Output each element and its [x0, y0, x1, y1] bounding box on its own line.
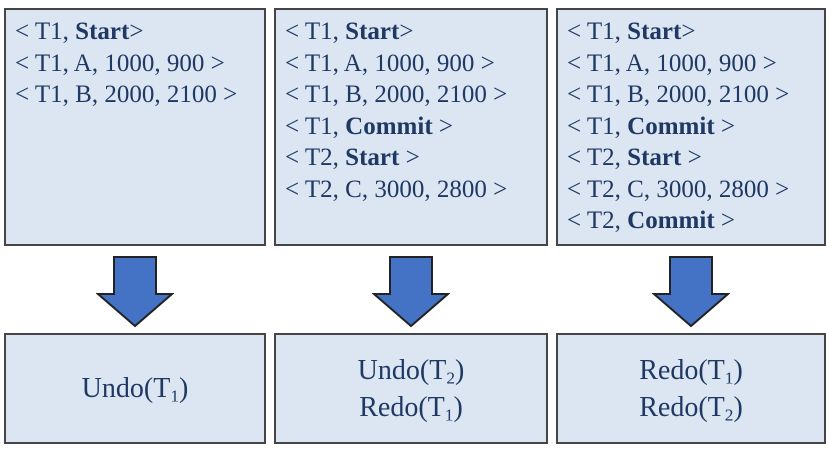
log-keyword: Commit — [345, 112, 433, 140]
text-segment: Undo(T — [81, 373, 171, 404]
text-segment: ) — [179, 373, 189, 404]
log-record: < T1, Start> — [285, 16, 542, 48]
text-segment: < T2, — [567, 207, 628, 234]
log-record: < T2, Start > — [567, 142, 820, 174]
text-segment: 1 — [170, 386, 179, 406]
text-segment: < T2, C, 3000, 2800 > — [567, 175, 790, 203]
text-segment: > — [432, 112, 454, 140]
result-box-3: Redo(T1)Redo(T2) — [556, 333, 826, 444]
recovery-operation: Redo(T1) — [359, 389, 463, 426]
down-arrow-icon — [96, 256, 174, 328]
log-box-2: < T1, Start>< T1, A, 1000, 900 >< T1, B,… — [274, 8, 548, 246]
text-segment: > — [399, 18, 414, 45]
log-keyword: Commit — [627, 112, 715, 140]
text-segment: < T1, — [567, 112, 628, 140]
log-keyword: Commit — [627, 207, 715, 234]
recovery-operation: Undo(T1) — [82, 370, 189, 407]
log-keyword: Start — [627, 144, 682, 171]
column-2: < T1, Start>< T1, A, 1000, 900 >< T1, B,… — [274, 0, 548, 444]
text-segment: Redo(T — [639, 354, 725, 386]
recovery-operation: Redo(T1) — [639, 352, 743, 389]
result-box-1: Undo(T1) — [4, 333, 266, 444]
log-record: < T2, C, 3000, 2800 > — [285, 174, 542, 206]
down-arrow-icon — [652, 256, 730, 328]
text-segment: < T1, — [567, 18, 628, 45]
text-segment: ) — [733, 391, 743, 423]
log-record: < T2, C, 3000, 2800 > — [567, 174, 820, 206]
text-segment: < T1, A, 1000, 900 > — [15, 49, 225, 77]
text-segment: ) — [453, 391, 463, 423]
text-segment: Redo(T — [639, 391, 725, 423]
text-segment: ) — [455, 354, 465, 386]
log-box-3: < T1, Start>< T1, A, 1000, 900 >< T1, B,… — [556, 8, 826, 246]
result-box-2: Undo(T2)Redo(T1) — [274, 333, 548, 444]
text-segment: > — [681, 144, 702, 171]
log-record: < T1, A, 1000, 900 > — [567, 48, 820, 80]
log-keyword: Start — [75, 18, 130, 45]
text-segment: Undo(T — [357, 354, 447, 386]
log-record: < T1, Commit > — [567, 111, 820, 143]
recovery-operation: Redo(T2) — [639, 389, 743, 426]
log-keyword: Start — [627, 18, 682, 45]
text-segment: < T1, — [285, 112, 346, 140]
text-segment: 2 — [446, 367, 455, 387]
log-keyword: Start — [345, 144, 400, 171]
text-segment: 1 — [444, 404, 454, 424]
column-3: < T1, Start>< T1, A, 1000, 900 >< T1, B,… — [556, 0, 826, 444]
text-segment: > — [714, 112, 736, 140]
text-segment: < T1, A, 1000, 900 > — [567, 49, 777, 77]
log-record: < T1, Commit > — [285, 111, 542, 143]
log-record: < T2, Start > — [285, 142, 542, 174]
text-segment: Redo(T — [359, 391, 445, 423]
text-segment: > — [681, 18, 696, 45]
log-keyword: Start — [345, 18, 400, 45]
text-segment: < T1, — [285, 18, 346, 45]
log-record: < T1, A, 1000, 900 > — [285, 48, 542, 80]
log-record: < T1, A, 1000, 900 > — [15, 48, 260, 80]
log-box-1: < T1, Start>< T1, A, 1000, 900 >< T1, B,… — [4, 8, 266, 246]
log-record: < T1, Start> — [567, 16, 820, 48]
recovery-operation: Undo(T2) — [358, 352, 465, 389]
column-1: < T1, Start>< T1, A, 1000, 900 >< T1, B,… — [4, 0, 266, 444]
text-segment: 2 — [724, 404, 734, 424]
text-segment: > — [714, 207, 736, 234]
text-segment: < T2, — [567, 144, 628, 171]
text-segment: 1 — [724, 367, 734, 387]
text-segment: ) — [733, 354, 743, 386]
text-segment: < T2, C, 3000, 2800 > — [285, 175, 508, 203]
log-record: < T1, B, 2000, 2100 > — [285, 79, 542, 111]
text-segment: > — [129, 18, 144, 45]
text-segment: > — [399, 144, 420, 171]
log-record: < T1, B, 2000, 2100 > — [567, 79, 820, 111]
text-segment: < T1, A, 1000, 900 > — [285, 49, 495, 77]
text-segment: < T1, B, 2000, 2100 > — [15, 81, 238, 108]
log-record: < T1, Start> — [15, 16, 260, 48]
text-segment: < T1, B, 2000, 2100 > — [285, 81, 508, 108]
text-segment: < T1, — [15, 18, 76, 45]
down-arrow-icon — [372, 256, 450, 328]
text-segment: < T1, B, 2000, 2100 > — [567, 81, 790, 108]
log-record: < T1, B, 2000, 2100 > — [15, 79, 260, 111]
log-record: < T2, Commit > — [567, 205, 820, 237]
text-segment: < T2, — [285, 144, 346, 171]
